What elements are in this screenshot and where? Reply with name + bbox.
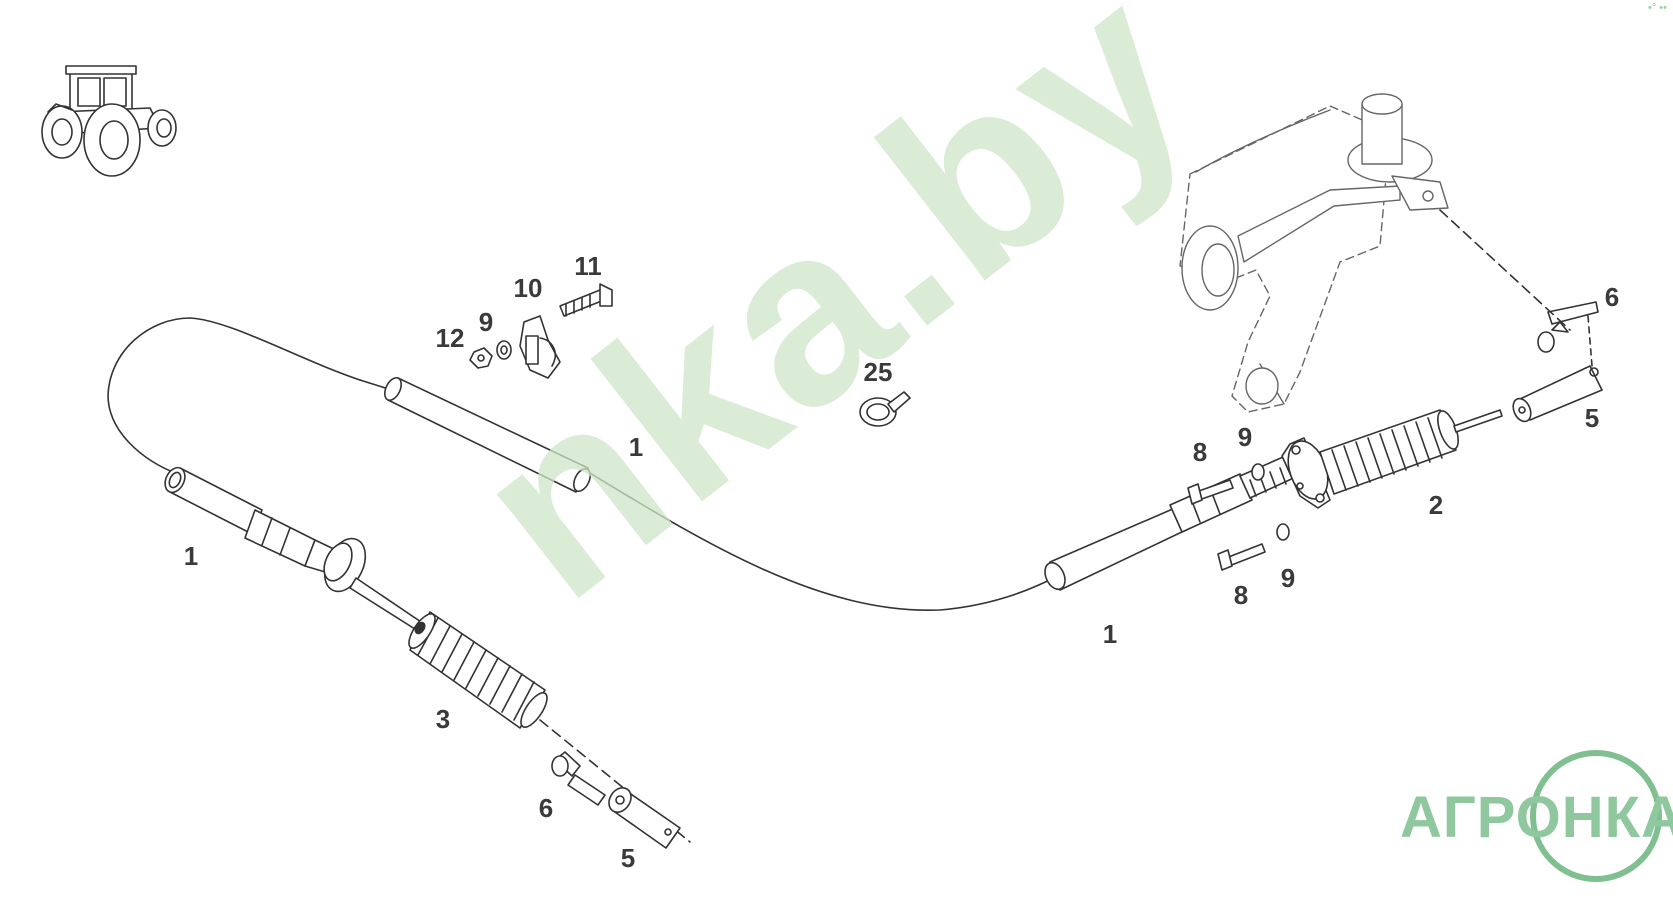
- callout-2: 2: [1428, 490, 1444, 520]
- tractor-icon: [41, 65, 177, 177]
- bolt-8-upper: [1187, 479, 1234, 505]
- callout-5-left: 5: [620, 843, 636, 873]
- callout-3: 3: [435, 704, 451, 734]
- washer-9-lower: [1276, 523, 1290, 541]
- cable-sleeve-left: [164, 466, 263, 535]
- pedal-lever-assembly: [1179, 93, 1449, 413]
- logo-circle: [1530, 750, 1662, 882]
- callout-8-upper: 8: [1192, 437, 1208, 467]
- nut-12: [469, 347, 493, 369]
- cable-end-fitting-left: [244, 509, 431, 637]
- callout-1-right: 1: [1102, 619, 1118, 649]
- washer-9: [496, 340, 512, 360]
- callout-11: 11: [574, 251, 602, 281]
- callout-10: 10: [513, 273, 543, 303]
- cable-sleeve-upper: [383, 376, 592, 493]
- cable-tie-25: [859, 391, 911, 427]
- callout-6-right: 6: [1604, 282, 1620, 312]
- boot-right: [1319, 409, 1503, 495]
- cable-wire: [107, 317, 361, 476]
- callout-9-bracket: 9: [478, 307, 494, 337]
- agronka-logo: АГРОНКА: [1400, 750, 1673, 900]
- callout-6-left: 6: [538, 793, 554, 823]
- bracket-10: [519, 315, 561, 379]
- logo-text: АГРОНКА: [1400, 785, 1673, 850]
- callout-12: 12: [435, 323, 465, 353]
- fork-left: [608, 787, 681, 849]
- callout-9-lower: 9: [1280, 563, 1296, 593]
- callout-8-lower: 8: [1233, 580, 1249, 610]
- cable-sleeve-right: [1044, 507, 1187, 591]
- bolt-8-lower: [1217, 543, 1266, 571]
- callout-9-upper: 9: [1237, 422, 1253, 452]
- callout-1-left: 1: [183, 541, 199, 571]
- callout-1-upper: 1: [628, 432, 644, 462]
- boot-left: [408, 611, 548, 729]
- clip-right: [1537, 301, 1599, 353]
- cable-wire-long: [584, 469, 1061, 611]
- callout-25: 25: [863, 357, 893, 387]
- bolt-11: [559, 283, 613, 317]
- washer-9-upper: [1251, 463, 1265, 481]
- corner-mark: •° ••: [1647, 2, 1667, 14]
- flange-plate: [1281, 437, 1331, 509]
- clip-left: [551, 751, 606, 806]
- callout-5-right: 5: [1584, 403, 1600, 433]
- fork-right: [1512, 365, 1603, 423]
